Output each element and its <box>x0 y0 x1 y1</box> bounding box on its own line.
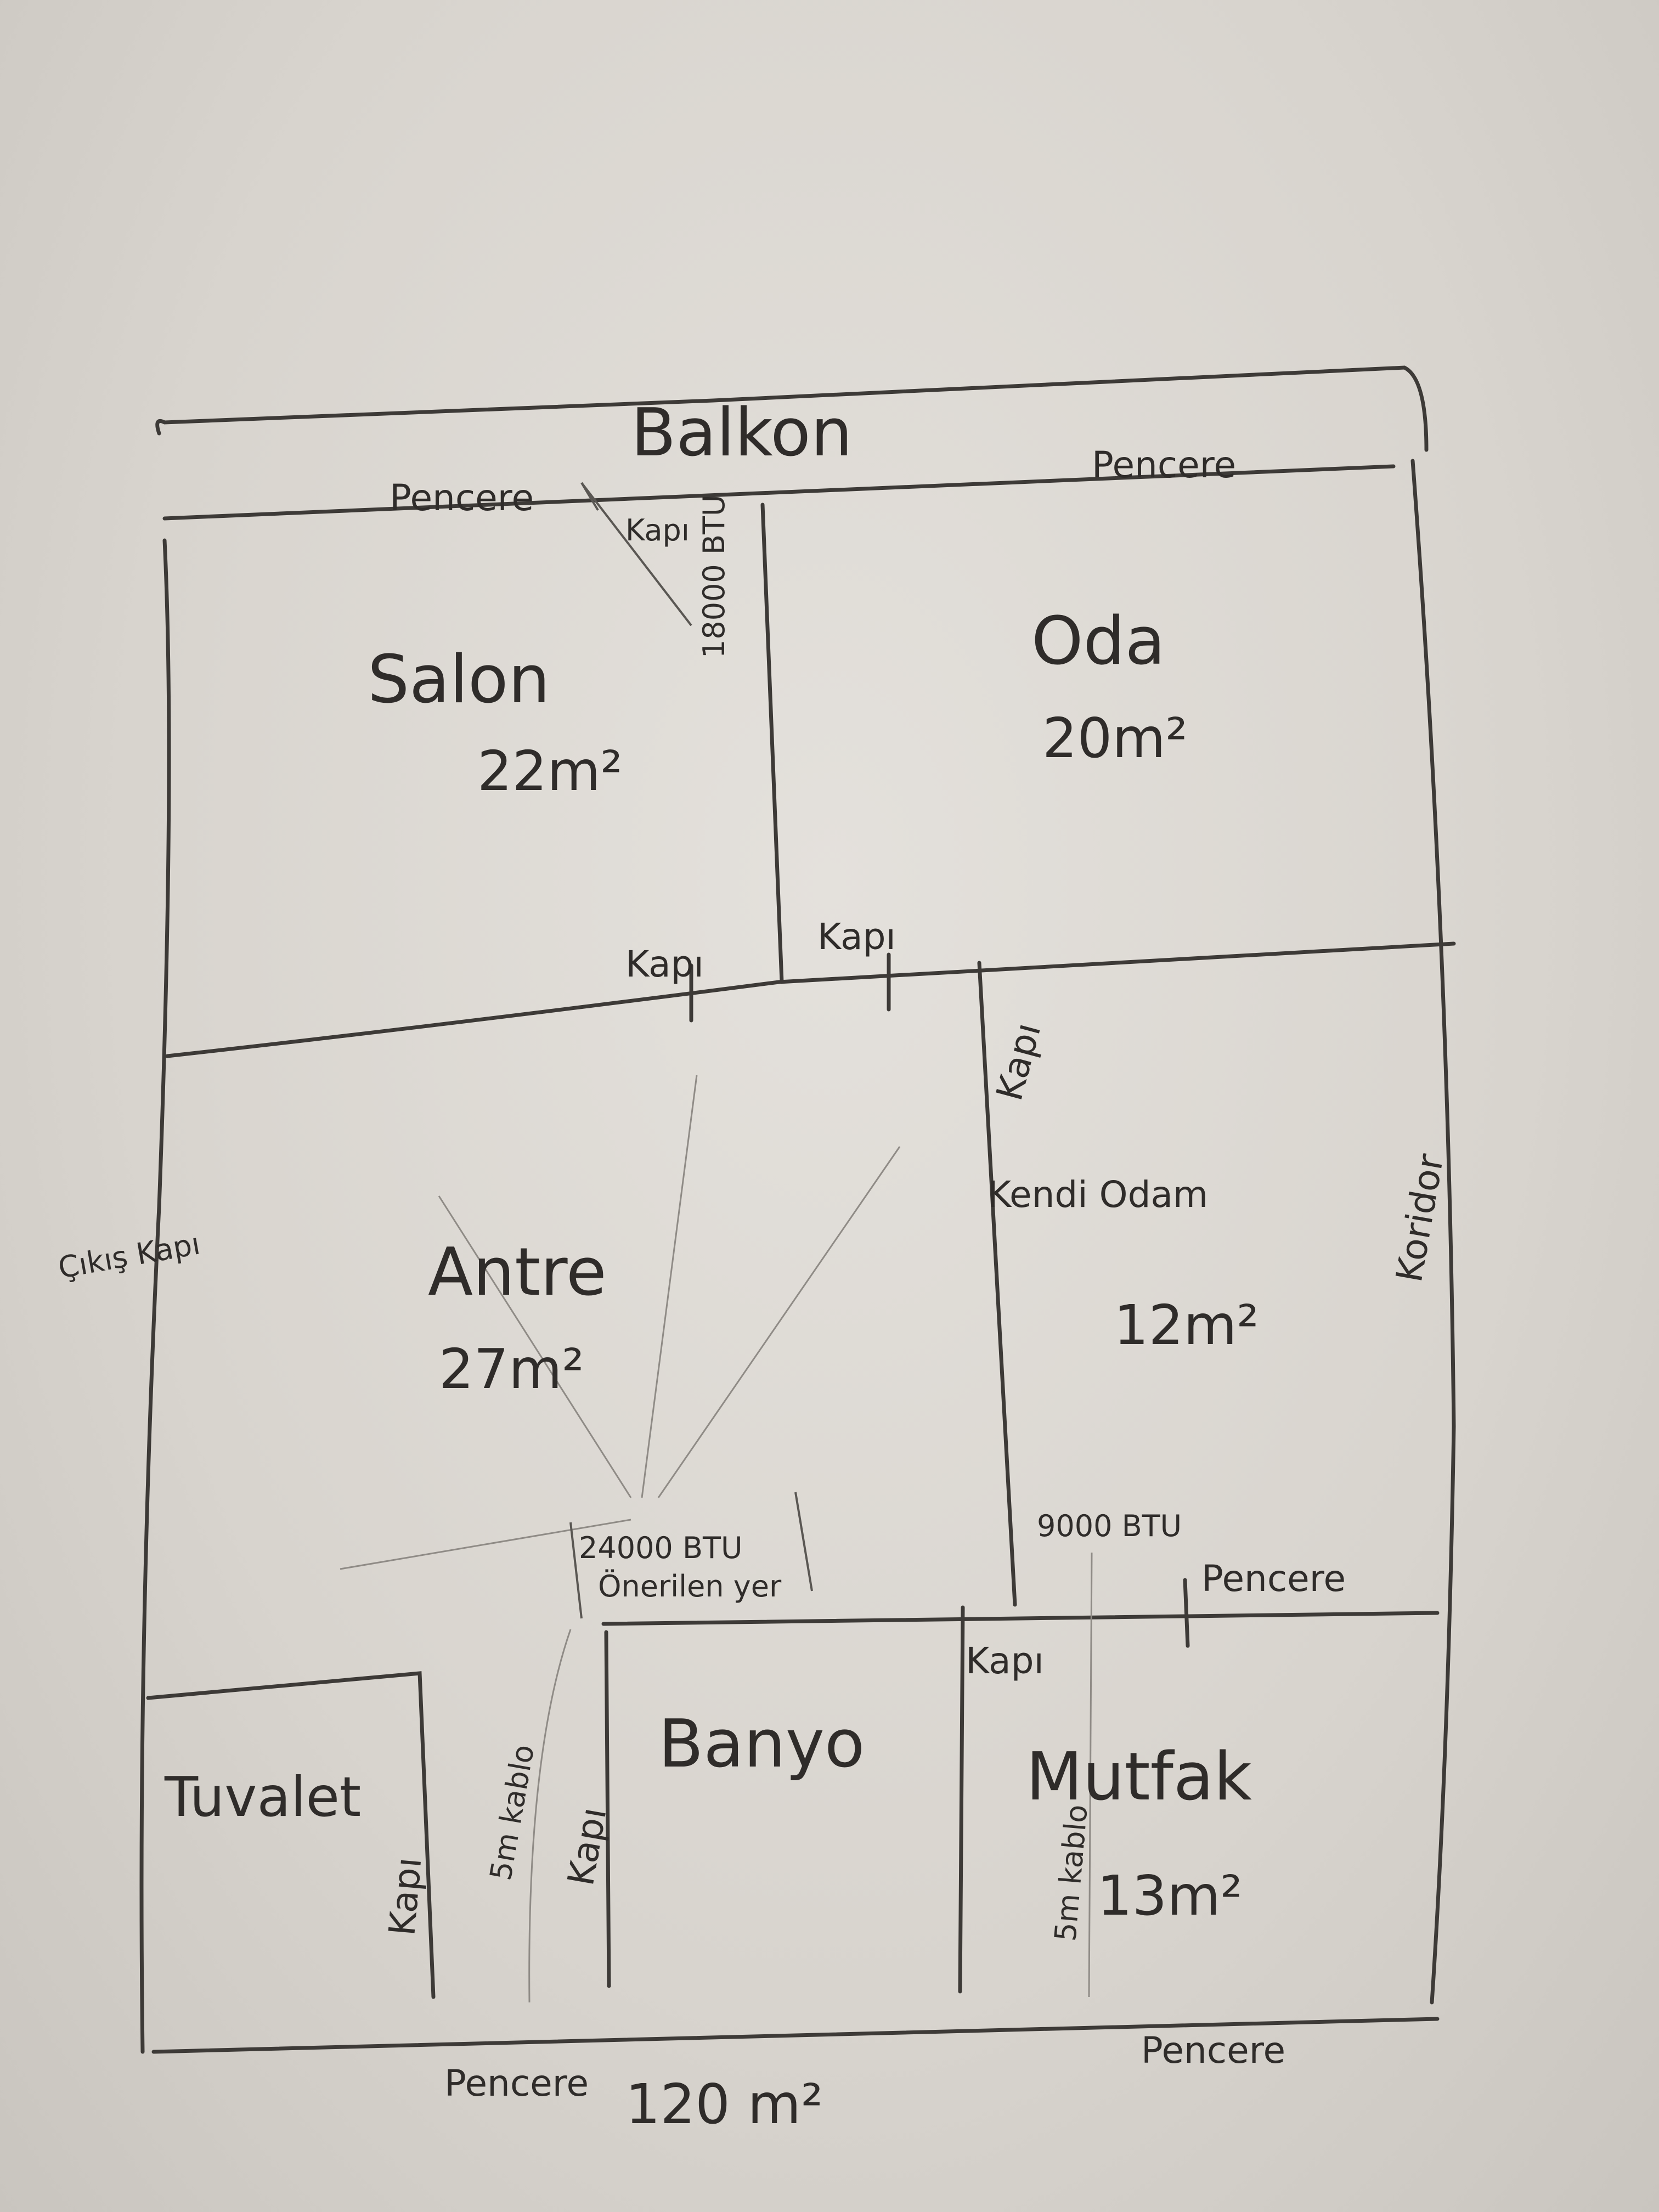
mutfak-area: 13m² <box>1097 1864 1243 1928</box>
window-label-oda: Pencere <box>1092 444 1236 486</box>
window-label-odam: Pencere <box>1201 1558 1346 1600</box>
salon-antre-wall <box>165 941 1456 1058</box>
window-label-bottom-right: Pencere <box>1141 2029 1285 2072</box>
window-label-bottom-left: Pencere <box>444 2062 589 2104</box>
door-marks <box>689 952 1190 1648</box>
corridor-label: Koridor <box>1388 1150 1452 1285</box>
antre-name: Antre <box>428 1234 607 1311</box>
ac-antre-label: 24000 BTU <box>579 1531 743 1565</box>
odam-left-wall <box>977 961 1017 1607</box>
door-label-tuvalet: Kapı <box>381 1855 430 1937</box>
cable-label-right: 5m kablo <box>1048 1803 1094 1943</box>
banyo-left-wall <box>604 1630 611 1988</box>
mutfak-name: Mutfak <box>1026 1739 1252 1815</box>
oda-area: 20m² <box>1042 706 1188 770</box>
door-label-odam: Kapı <box>988 1018 1049 1105</box>
banyo-name: Banyo <box>658 1706 865 1782</box>
odam-bottom-wall <box>601 1611 1440 1626</box>
outer-wall-left <box>139 538 171 2054</box>
total-area-label: 120 m² <box>625 2072 823 2136</box>
door-label-balcony: Kapı <box>625 513 690 548</box>
tuvalet-name: Tuvalet <box>164 1765 361 1829</box>
outer-wall-bottom <box>151 2017 1440 2054</box>
salon-area: 22m² <box>477 739 623 803</box>
balcony-outline <box>155 365 1429 452</box>
salon-name: Salon <box>368 642 550 718</box>
balcony-door-swing <box>580 482 692 627</box>
oda-name: Oda <box>1031 603 1165 680</box>
cable-route-left <box>528 1629 572 2003</box>
ac-airflow-lines <box>340 1075 901 1570</box>
salon-oda-wall <box>760 503 784 984</box>
ac-odam-label: 9000 BTU <box>1037 1509 1182 1543</box>
door-label-mutfak: Kapı <box>966 1640 1044 1682</box>
balcony-inner-wall <box>162 464 1396 521</box>
odam-prefix: Kendi Odam <box>988 1173 1208 1216</box>
banyo-right-wall <box>958 1605 965 1994</box>
door-label-salon: Kapı <box>625 943 704 985</box>
balcony-label: Balkon <box>631 395 853 471</box>
exit-door-label: Çıkış Kapı <box>55 1226 202 1285</box>
ac-unit-bracket <box>569 1492 813 1619</box>
ac-antre-note: Önerilen yer <box>598 1569 782 1604</box>
tuvalet-outline <box>146 1671 436 1999</box>
antre-area: 27m² <box>439 1337 584 1401</box>
window-label-salon: Pencere <box>390 477 534 519</box>
door-label-oda: Kapı <box>817 916 896 958</box>
ac-salon-label: 18000 BTU <box>697 494 731 658</box>
odam-area: 12m² <box>1114 1293 1259 1357</box>
outer-wall-right <box>1410 459 1456 2005</box>
cable-route-right <box>1088 1552 1093 1997</box>
